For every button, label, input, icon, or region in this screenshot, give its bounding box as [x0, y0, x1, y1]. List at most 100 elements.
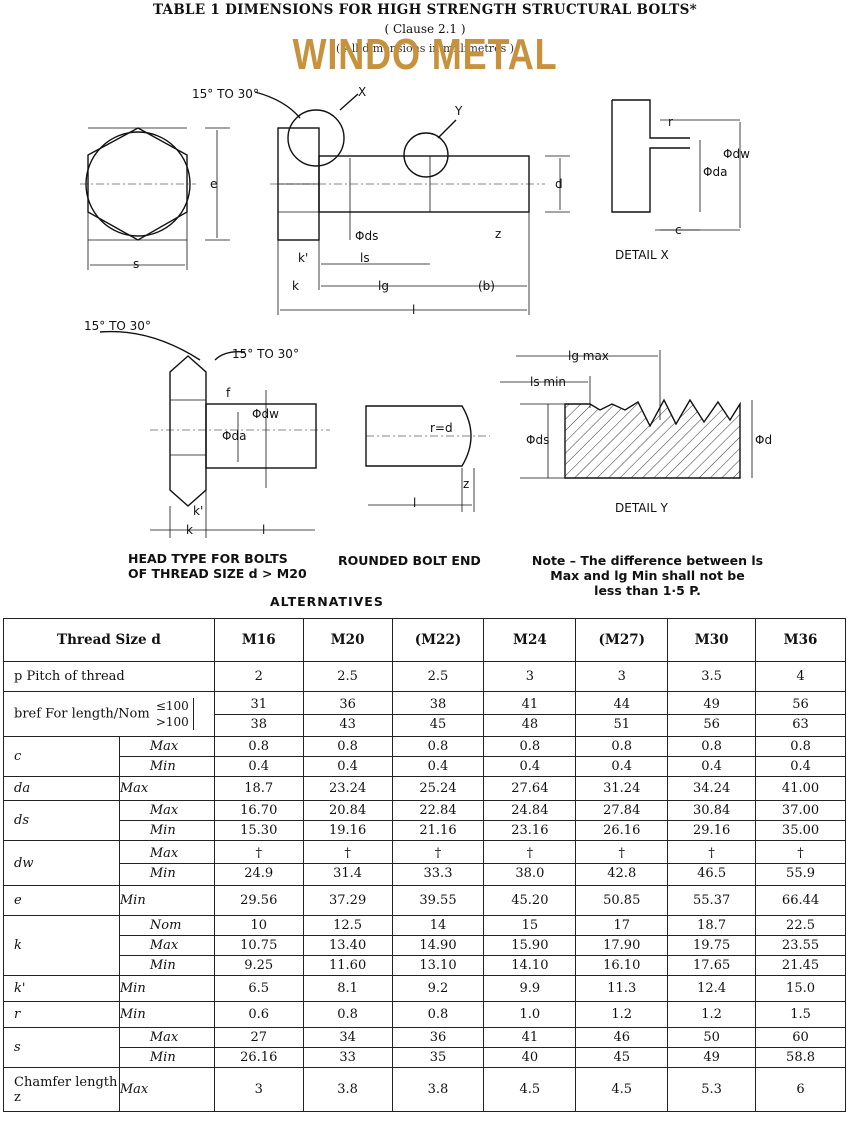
e-row: e Min 29.56 37.29 39.55 45.20 50.85 55.3… — [3, 885, 846, 916]
size-col: M24 — [483, 618, 577, 662]
table-cell: 0.6 — [213, 1001, 304, 1028]
row-label: bref For length/Nom ≤100 >100 — [3, 691, 215, 737]
watermark-logo: WINDO METAL — [292, 30, 558, 79]
pitch-row: p Pitch of thread 2 2.5 2.5 3 3 3.5 4 — [3, 661, 846, 692]
table-cell: †38.0 — [483, 840, 577, 886]
detail-y-profile — [564, 398, 741, 479]
table-cell: 39.55 — [391, 885, 485, 916]
table-cell: 55.37 — [667, 885, 757, 916]
table-cell: †46.5 — [667, 840, 757, 886]
head-type-hex — [169, 355, 207, 507]
table-cell: 31.24 — [575, 776, 669, 801]
table-cell: 1.2 — [575, 1001, 669, 1028]
r-row: r Min 0.6 0.8 0.8 1.0 1.2 1.2 1.5 — [3, 1001, 846, 1028]
row-tag: Min — [118, 885, 215, 916]
table-cell: 29.56 — [213, 885, 304, 916]
label-y: Y — [454, 104, 463, 118]
label-d-y: Φd — [755, 433, 772, 447]
table-cell: 23.24 — [302, 776, 393, 801]
size-col: M36 — [755, 618, 846, 662]
table-cell: 2.5 — [302, 661, 393, 692]
table-cell: 1.0 — [483, 1001, 577, 1028]
row-label: s — [3, 1027, 120, 1068]
label-da-head: Φda — [222, 429, 246, 443]
table-cell: 66.44 — [755, 885, 846, 916]
z-row: Chamfer length z Max 3 3.8 3.8 4.5 4.5 5… — [3, 1067, 846, 1112]
label-b: (b) — [478, 279, 495, 293]
label-lg: lg — [378, 279, 389, 293]
row-label: dw — [3, 840, 120, 886]
label-detail-x: DETAIL X — [615, 248, 669, 262]
detail-x — [611, 99, 690, 213]
label-ls-min: ls min — [530, 375, 566, 389]
table-cell: 3 — [575, 661, 669, 692]
size-col: (M27) — [575, 618, 669, 662]
table-cell: 2.5 — [391, 661, 485, 692]
row-label: da — [3, 776, 120, 801]
table-cell: 6.5 — [213, 975, 304, 1002]
label-angle-left: 15° TO 30° — [84, 319, 151, 333]
table-cell: 41.00 — [755, 776, 846, 801]
row-label: k — [3, 915, 120, 976]
label-z: z — [495, 227, 501, 241]
clause-reference: ( Clause 2.1 ) — [384, 22, 466, 36]
caption-rounded-end: ROUNDED BOLT END — [338, 553, 481, 568]
label-l-head: l — [262, 523, 265, 537]
row-label: r — [3, 1001, 120, 1028]
table-cell: †55.9 — [755, 840, 846, 886]
table-cell: 4.5 — [575, 1067, 669, 1112]
size-col: M16 — [213, 618, 304, 662]
label-ls: ls — [360, 251, 370, 265]
table-cell: 2 — [213, 661, 304, 692]
label-da: Φda — [703, 165, 727, 179]
size-col: (M22) — [391, 618, 485, 662]
bref-cond-a: ≤100 — [155, 699, 189, 713]
row-tag: Max — [118, 776, 215, 801]
bolt-drawing: 15° TO 30° X Y e s d Φds z k' k ls lg (b… — [80, 85, 772, 538]
caption-head-type: HEAD TYPE FOR BOLTS OF THREAD SIZE d > M… — [128, 551, 307, 581]
table-cell: 3.8 — [302, 1067, 393, 1112]
label-lg-max: lg max — [568, 349, 609, 363]
label-z-end: z — [463, 477, 469, 491]
label-d: d — [555, 177, 563, 191]
header-row: Thread Size d M16 M20 (M22) M24 (M27) M3… — [3, 618, 846, 662]
table-cell: 15.0 — [755, 975, 846, 1002]
table-cell: 3 — [483, 661, 577, 692]
label-k: k — [292, 279, 299, 293]
table-cell: †24.9 — [213, 840, 304, 886]
units-note: ( All dimensions in millimetres ) — [335, 42, 515, 55]
label-r-x: r — [668, 115, 673, 129]
label-k-head: k — [186, 523, 193, 537]
table-cell: 3.5 — [667, 661, 757, 692]
table-cell: 3.8 — [391, 1067, 485, 1112]
table-cell: 45.20 — [483, 885, 577, 916]
